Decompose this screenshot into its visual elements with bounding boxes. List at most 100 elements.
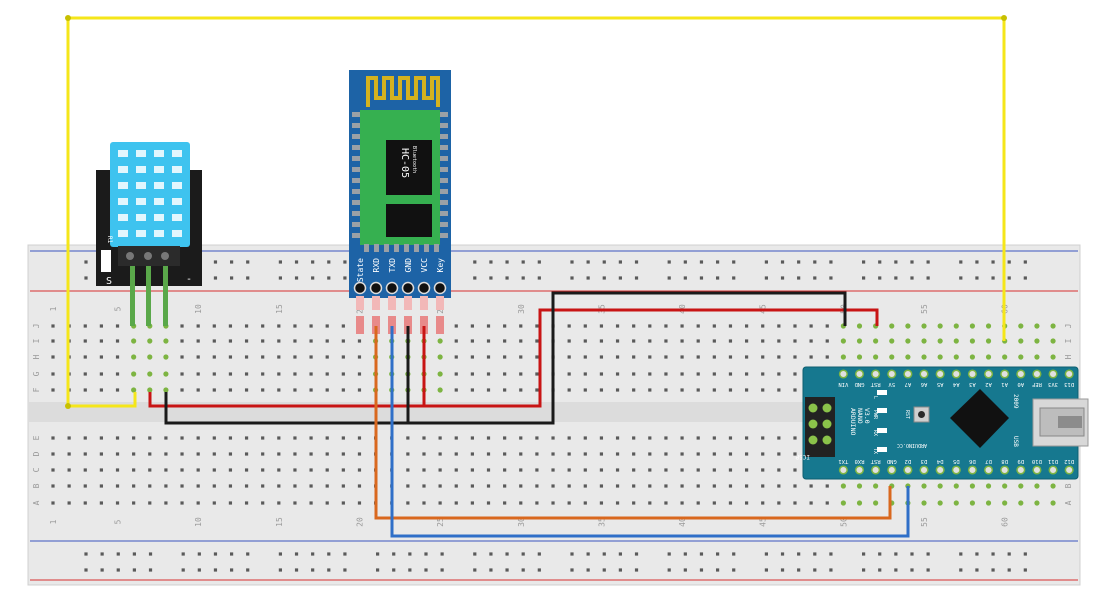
breadboard-hole bbox=[486, 452, 491, 456]
breadboard-hole bbox=[744, 436, 749, 440]
rail-hole bbox=[732, 276, 736, 280]
breadboard-hole bbox=[422, 468, 426, 472]
breadboard-hole bbox=[261, 388, 265, 392]
connected-hole bbox=[147, 338, 153, 344]
rail-hole bbox=[715, 552, 720, 556]
row-letter: J bbox=[32, 324, 41, 329]
breadboard-hole bbox=[83, 452, 87, 456]
breadboard-hole bbox=[567, 452, 571, 456]
rail-hole bbox=[780, 260, 785, 264]
hc05-pin-label: State bbox=[356, 258, 365, 282]
black-wire-dht bbox=[164, 291, 847, 425]
nano-pin bbox=[951, 465, 961, 475]
rail-hole bbox=[618, 276, 622, 280]
breadboard-hole bbox=[244, 372, 249, 376]
connected-hole bbox=[163, 338, 169, 344]
breadboard-hole bbox=[664, 452, 668, 456]
nano-top-pin-label: A3 bbox=[969, 381, 976, 387]
rail-hole bbox=[229, 552, 234, 556]
connected-hole bbox=[1050, 500, 1056, 506]
rail-hole bbox=[991, 568, 995, 572]
connected-hole bbox=[985, 338, 992, 344]
connected-hole bbox=[969, 483, 976, 489]
breadboard-hole bbox=[535, 468, 539, 472]
nano-pin bbox=[903, 369, 913, 379]
row-letter: I bbox=[32, 338, 41, 343]
breadboard-hole bbox=[599, 372, 604, 376]
breadboard-hole bbox=[793, 372, 797, 376]
nano-top-pin-label: A2 bbox=[985, 381, 992, 387]
rail-hole bbox=[489, 552, 493, 556]
breadboard-hole bbox=[777, 324, 781, 328]
rail-hole bbox=[926, 568, 930, 572]
hc05-pin-tip bbox=[436, 316, 444, 334]
rail-hole bbox=[537, 276, 541, 280]
breadboard-hole bbox=[83, 484, 87, 488]
breadboard-hole bbox=[567, 436, 571, 440]
breadboard-hole bbox=[67, 501, 71, 505]
breadboard-hole bbox=[148, 452, 152, 456]
breadboard-hole bbox=[486, 388, 491, 392]
breadboard-hole bbox=[244, 468, 249, 472]
icsp-pins bbox=[808, 403, 832, 445]
breadboard-hole bbox=[599, 468, 604, 472]
breadboard-hole bbox=[293, 484, 297, 488]
breadboard-hole bbox=[486, 484, 491, 488]
rail-hole bbox=[537, 568, 541, 572]
hc05-pin-leg bbox=[388, 296, 396, 310]
breadboard-hole bbox=[99, 388, 103, 392]
rail-hole bbox=[1023, 552, 1027, 556]
breadboard-hole bbox=[519, 324, 523, 328]
breadboard-hole bbox=[648, 339, 652, 343]
rail-hole bbox=[1007, 276, 1011, 280]
rail-hole bbox=[473, 552, 477, 556]
connected-hole bbox=[1018, 500, 1024, 506]
breadboard-hole bbox=[277, 388, 281, 392]
connected-hole bbox=[840, 338, 846, 344]
led-label-rx: RX bbox=[872, 430, 878, 436]
connected-hole bbox=[147, 387, 153, 393]
breadboard-hole bbox=[664, 339, 668, 343]
breadboard-hole bbox=[357, 339, 362, 343]
led-pwr bbox=[877, 408, 887, 413]
rail-hole bbox=[797, 552, 801, 556]
breadboard-hole bbox=[793, 339, 797, 343]
connected-hole bbox=[840, 354, 846, 360]
breadboard-hole bbox=[793, 484, 797, 488]
breadboard-hole bbox=[325, 388, 329, 392]
breadboard-hole bbox=[180, 484, 184, 488]
breadboard-hole bbox=[535, 372, 539, 376]
usb-label: USB bbox=[1012, 436, 1019, 447]
rail-hole bbox=[213, 260, 218, 264]
rail-hole bbox=[294, 568, 299, 572]
rail-hole bbox=[148, 552, 153, 556]
rail-hole bbox=[327, 276, 331, 280]
connected-hole bbox=[131, 371, 137, 377]
breadboard-hole bbox=[761, 452, 765, 456]
connected-hole bbox=[905, 323, 911, 329]
side-pad bbox=[352, 222, 360, 227]
breadboard-hole bbox=[535, 436, 539, 440]
rail-hole bbox=[797, 568, 801, 572]
breadboard-hole bbox=[261, 436, 265, 440]
rail-hole bbox=[132, 552, 136, 556]
rail-hole bbox=[489, 276, 493, 280]
breadboard-hole bbox=[341, 452, 345, 456]
breadboard-hole bbox=[632, 355, 636, 359]
breadboard-hole bbox=[761, 355, 765, 359]
breadboard-hole bbox=[599, 339, 604, 343]
breadboard-hole bbox=[212, 388, 216, 392]
hc05-header-socket bbox=[369, 281, 383, 295]
connected-hole bbox=[1050, 483, 1056, 489]
breadboard-hole bbox=[454, 388, 458, 392]
rail-hole bbox=[894, 568, 898, 572]
rail-hole bbox=[602, 260, 606, 264]
side-pad bbox=[352, 233, 360, 238]
breadboard-hole bbox=[551, 452, 555, 456]
rail-hole bbox=[505, 260, 509, 264]
breadboard-hole bbox=[664, 468, 668, 472]
breadboard-hole bbox=[228, 484, 233, 488]
vent-slot bbox=[136, 166, 146, 173]
hc05-header-socket bbox=[433, 281, 447, 295]
